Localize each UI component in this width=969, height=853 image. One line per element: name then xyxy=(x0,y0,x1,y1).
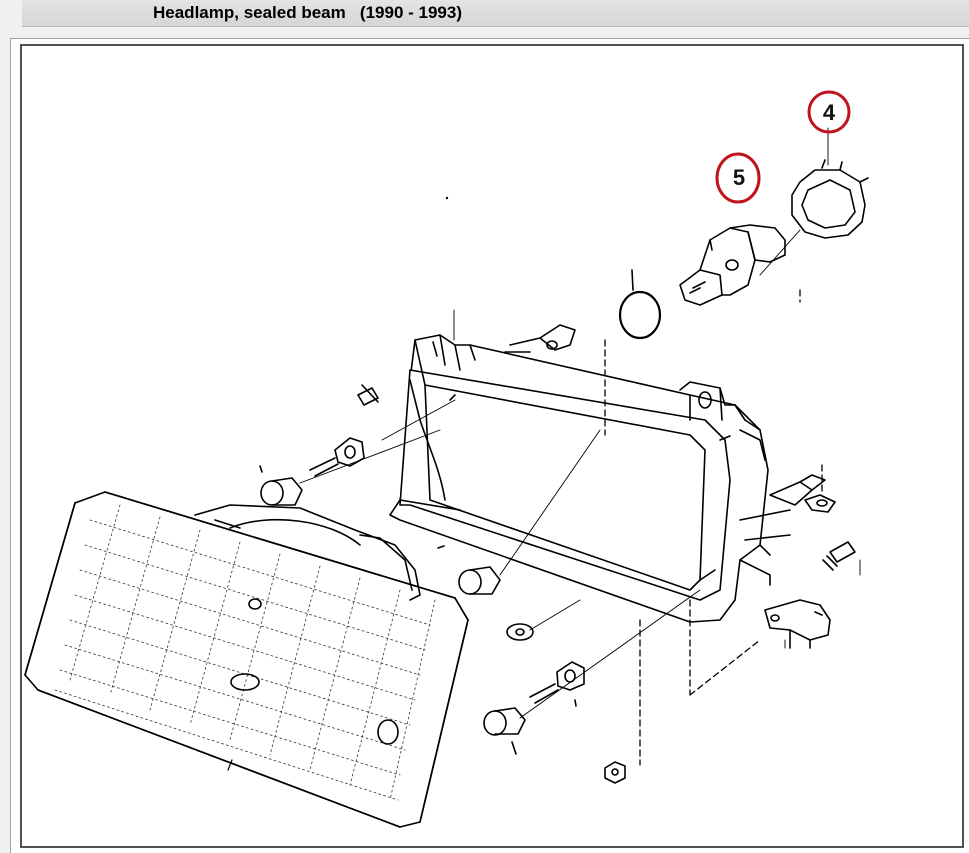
leader-line-center xyxy=(499,429,601,576)
washer[interactable] xyxy=(506,623,534,641)
headlamp-bulb[interactable] xyxy=(679,224,786,306)
frame-bolt[interactable] xyxy=(357,384,379,406)
mounting-bracket[interactable] xyxy=(764,599,831,649)
callout-5-circle xyxy=(715,152,761,204)
grommet-upper-left[interactable] xyxy=(259,465,303,506)
title-bar: Headlamp, sealed beam (1990 - 1993) xyxy=(0,0,969,27)
hex-nut[interactable] xyxy=(604,761,626,784)
adjuster-bracket-right[interactable] xyxy=(769,474,836,513)
leader-line-bulb xyxy=(759,229,801,276)
leader-line-washer xyxy=(529,599,581,631)
headlamp-lens[interactable] xyxy=(24,491,469,828)
callout-4[interactable]: 4 xyxy=(807,90,851,134)
headlamp-body[interactable] xyxy=(194,504,421,601)
grommet-center[interactable] xyxy=(437,545,501,595)
callout-5-label: 5 xyxy=(733,165,745,190)
page-title: Headlamp, sealed beam (1990 - 1993) xyxy=(153,3,462,22)
bracket-screw[interactable] xyxy=(822,541,856,571)
adjuster-screw-lower[interactable] xyxy=(529,661,585,707)
leader-line-upper xyxy=(381,399,456,441)
bulb-retaining-ring[interactable] xyxy=(791,159,869,239)
callout-5[interactable]: 5 xyxy=(715,152,761,204)
headlamp-frame[interactable] xyxy=(389,334,791,623)
adjuster-clip-top[interactable] xyxy=(504,324,576,353)
o-ring-seal[interactable] xyxy=(618,269,662,340)
leader-line-grommet xyxy=(299,429,441,484)
adjuster-screw-upper[interactable] xyxy=(309,437,365,477)
title-strip: Headlamp, sealed beam (1990 - 1993) xyxy=(22,0,969,27)
grommet-lower[interactable] xyxy=(483,707,526,755)
callout-4-label: 4 xyxy=(823,100,836,125)
assembly-line-bracket xyxy=(689,639,761,696)
callout-4-circle xyxy=(807,90,851,134)
leader-line-lower xyxy=(519,589,701,719)
